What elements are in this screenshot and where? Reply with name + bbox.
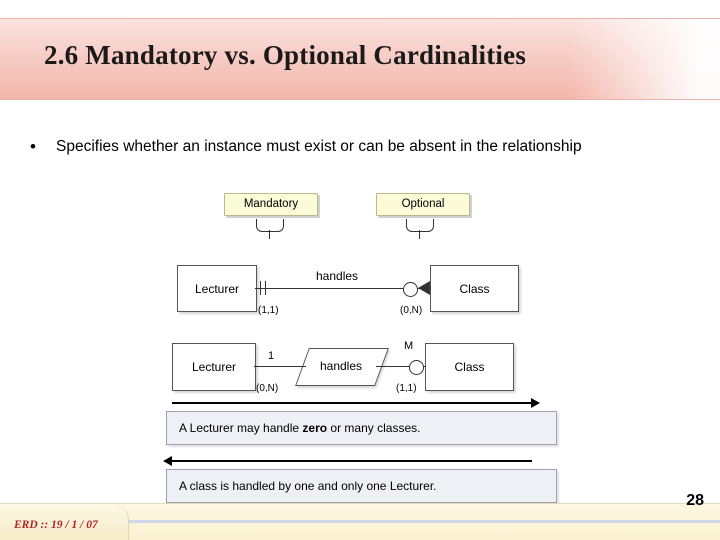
cardinality-left-row1: (1,1) <box>258 305 279 316</box>
cardinality-right-row2: (1,1) <box>396 383 417 394</box>
connector-left-row2 <box>254 366 306 367</box>
note-box-2: A class is handled by one and only one L… <box>166 469 557 503</box>
footer-label: ERD :: 19 / 1 / 07 <box>14 519 98 531</box>
connector-row1 <box>255 288 430 289</box>
brace-optional <box>406 219 434 232</box>
rail-arrowhead-right-note1 <box>531 398 540 408</box>
mandatory-bar-2-row1 <box>265 281 266 295</box>
relationship-label-row2: handles <box>319 359 363 373</box>
entity-lecturer-row2: Lecturer <box>172 343 256 391</box>
entity-class-row1: Class <box>430 265 519 312</box>
rail-arrowhead-left-note2 <box>163 456 172 466</box>
note1-prefix: A Lecturer may handle <box>179 421 303 435</box>
note1-suffix: or many classes. <box>327 421 421 435</box>
mandatory-bar-1-row1 <box>260 281 261 295</box>
bullet-item: • Specifies whether an instance must exi… <box>30 136 660 157</box>
brace-mandatory <box>256 219 284 232</box>
brace-tick-mandatory <box>269 230 270 239</box>
slide-number: 28 <box>686 492 704 509</box>
crowsfoot-row1 <box>418 281 430 295</box>
rail-note1 <box>172 402 532 404</box>
note-box-1: A Lecturer may handle zero or many class… <box>166 411 557 445</box>
bullet-text: Specifies whether an instance must exist… <box>56 138 582 155</box>
relationship-label-row1: handles <box>316 269 359 283</box>
bullet-marker: • <box>30 137 36 156</box>
cardinality-left-row2: (0,N) <box>256 383 279 394</box>
degree-right-row2: M <box>404 340 414 352</box>
degree-left-row2: 1 <box>268 350 275 362</box>
note1-emphasis: zero <box>302 421 328 435</box>
brace-tick-optional <box>419 230 420 239</box>
title-banner <box>0 18 720 100</box>
entity-lecturer-row1: Lecturer <box>177 265 257 312</box>
callout-mandatory: Mandatory <box>224 193 318 216</box>
page-title: 2.6 Mandatory vs. Optional Cardinalities <box>44 40 527 70</box>
optional-circle-row2 <box>409 360 424 375</box>
footer-tab <box>0 504 129 540</box>
entity-class-row2: Class <box>425 343 514 391</box>
callout-optional: Optional <box>376 193 470 216</box>
footer-accent-line <box>128 520 720 523</box>
rail-note2 <box>172 460 532 462</box>
cardinality-right-row1: (0,N) <box>400 305 423 316</box>
connector-right-row2 <box>376 366 426 367</box>
optional-circle-row1 <box>403 282 418 297</box>
